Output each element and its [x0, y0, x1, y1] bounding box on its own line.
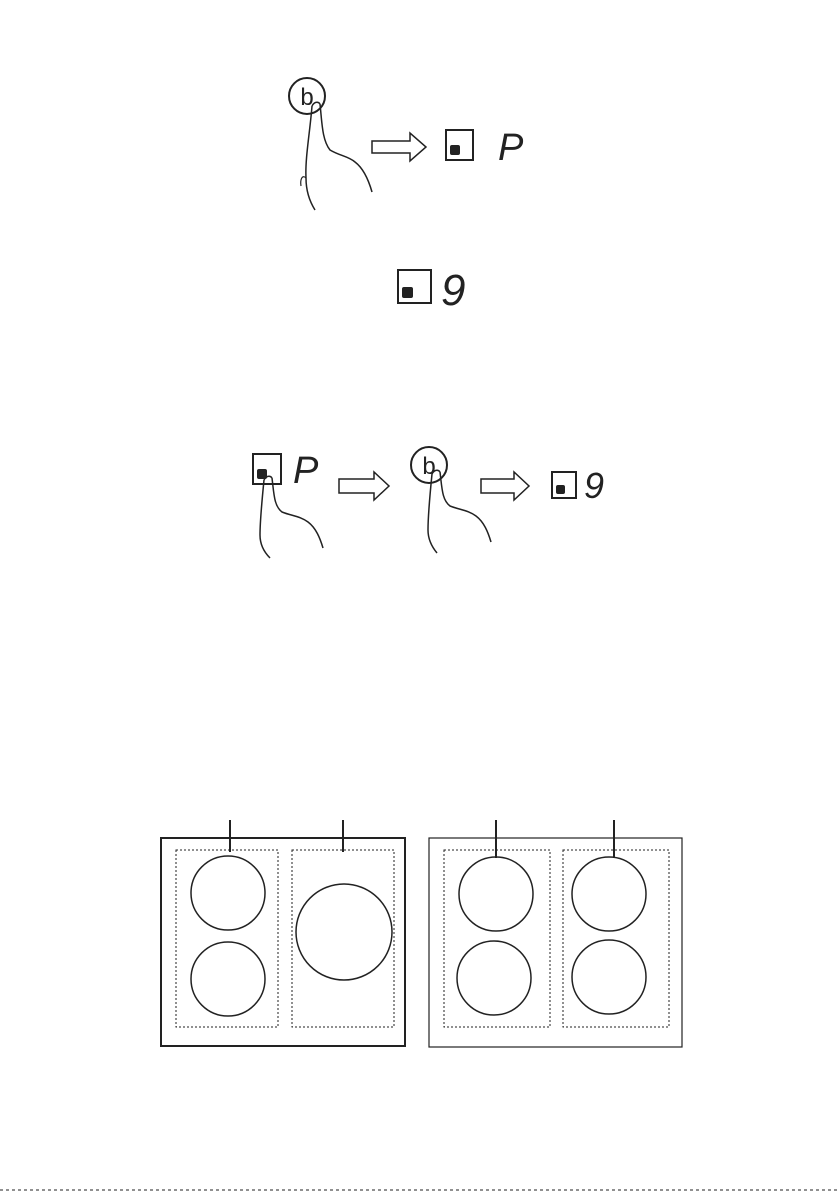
touch-button-1[interactable]: b — [289, 78, 325, 114]
zone-indicator-1 — [446, 130, 473, 160]
display-digit-3a: P — [293, 450, 319, 492]
pointing-hand-1-icon — [301, 102, 372, 210]
display-digit-2: 9 — [441, 266, 465, 315]
zone-indicator-2 — [398, 270, 431, 303]
hob-layout-left — [161, 820, 405, 1046]
zone-indicator-3[interactable] — [253, 454, 281, 484]
zone-indicator-4 — [552, 472, 576, 498]
cooking-zone-circle — [572, 857, 646, 931]
hob-layout-right — [429, 820, 682, 1047]
arrow-right-3-icon — [481, 472, 529, 500]
cooking-zone-circle — [191, 856, 265, 930]
display-digit-1: P — [498, 127, 524, 169]
zone-frame-left-1 — [176, 850, 278, 1027]
cooking-zone-circle — [459, 857, 533, 931]
step-1: b P — [289, 78, 524, 210]
arrow-right-1-icon — [372, 133, 426, 161]
zone-frame-left-2 — [292, 850, 394, 1027]
arrow-right-2-icon — [339, 472, 389, 500]
step-2: 9 — [398, 266, 465, 315]
button-letter-2: b — [422, 453, 435, 480]
zone-frame-right-1 — [444, 850, 550, 1027]
cooking-zone-circle — [572, 940, 646, 1014]
touch-button-2[interactable]: b — [411, 447, 447, 483]
cooking-zone-circle-large — [296, 884, 392, 980]
cooking-zone-circle — [191, 942, 265, 1016]
cooking-zone-circle — [457, 941, 531, 1015]
step-3: P b 9 — [253, 447, 604, 558]
display-digit-3b: 9 — [584, 465, 604, 506]
zone-frame-right-2 — [563, 850, 669, 1027]
